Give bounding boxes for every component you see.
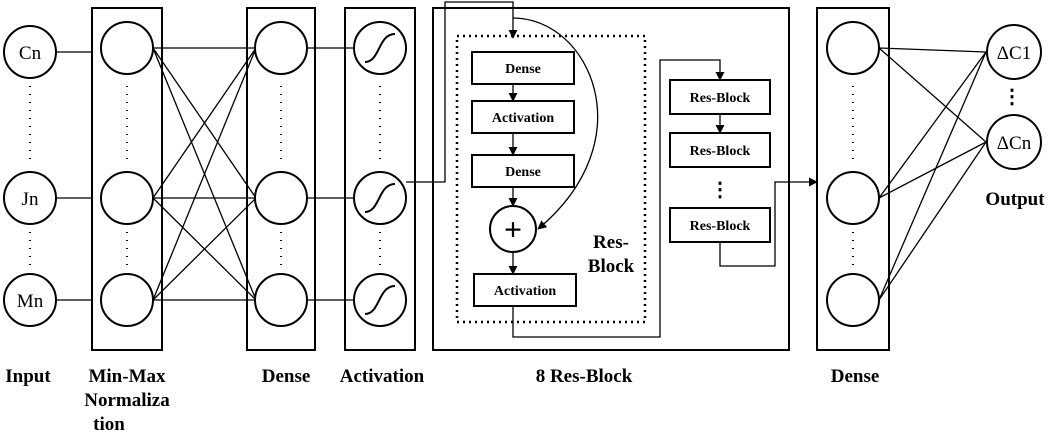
resblocks-frame	[432, 7, 790, 351]
activation-box-label: Activation	[492, 111, 554, 126]
output-node-dcn-label: ΔCn	[997, 133, 1032, 154]
plus-icon: +	[504, 211, 522, 247]
input-node-mn-label: Mn	[17, 291, 44, 312]
minmax-node	[100, 273, 154, 327]
dense-box-label: Dense	[505, 62, 541, 77]
label-dense-1: Dense	[262, 366, 311, 387]
dense-output-connections	[878, 47, 987, 301]
label-input: Input	[5, 366, 51, 387]
res-block-box	[669, 79, 771, 115]
dense1-frame	[246, 7, 316, 351]
flow-arrow-into-chain	[512, 59, 725, 338]
minmax-node	[100, 21, 154, 75]
dense1-node	[254, 171, 308, 225]
label-output: Output	[985, 189, 1045, 210]
dense1-node	[254, 273, 308, 327]
activation-box	[471, 100, 575, 134]
input-node-jn-label: Jn	[22, 189, 39, 210]
chain-ellipsis: ⋮	[710, 179, 730, 201]
label-minmax: Min-Max	[88, 366, 166, 387]
dense-box-label: Dense	[505, 165, 541, 180]
dense-box	[471, 51, 575, 85]
resblock-dotted-frame	[455, 34, 647, 324]
label-8-res-block: 8 Res-Block	[536, 366, 633, 387]
minmax-frame	[91, 7, 163, 351]
res-block-box	[669, 132, 771, 168]
sigmoid-icon	[364, 183, 396, 213]
dense2-frame	[816, 7, 890, 351]
activation-box-label: Activation	[494, 284, 556, 299]
minmax-dense-connections	[152, 47, 257, 301]
output-node-dcn	[986, 114, 1042, 170]
resblocks-section: Dense Activation Dense + Activation Res-…	[432, 7, 818, 351]
input-node-cn-label: Cn	[19, 43, 42, 64]
dense2-node	[826, 273, 880, 327]
flow-arrow-out-of-resblocks	[719, 177, 818, 267]
sigmoid-icon	[364, 285, 396, 315]
dense2-column	[816, 7, 890, 351]
input-column: Cn Jn Mn	[3, 25, 57, 327]
activation-column	[344, 7, 416, 351]
sigmoid-icon	[364, 33, 396, 63]
label-minmax: Normaliza	[84, 390, 170, 411]
dense-box	[471, 154, 575, 188]
dense2-node	[826, 21, 880, 75]
output-node-dc1	[986, 24, 1042, 80]
label-minmax: tion	[93, 414, 125, 435]
activation-box	[473, 273, 577, 307]
minmax-column	[91, 7, 163, 351]
dense1-node	[254, 21, 308, 75]
output-column: ΔC1 ⋮ ΔCn	[986, 24, 1042, 170]
res-block-label: Res-Block	[690, 91, 751, 106]
minmax-node	[100, 171, 154, 225]
activation-frame	[344, 7, 416, 351]
skip-connection-arrow	[512, 17, 599, 230]
resblock-label: Res-	[593, 232, 629, 253]
res-block-label: Res-Block	[690, 144, 751, 159]
resblock-label: Block	[588, 256, 635, 277]
res-block-label: Res-Block	[690, 219, 751, 234]
label-activation: Activation	[340, 366, 425, 387]
label-dense-2: Dense	[831, 366, 880, 387]
output-node-dc1-label: ΔC1	[997, 43, 1031, 64]
output-ellipsis: ⋮	[1002, 86, 1022, 108]
dense2-node	[826, 171, 880, 225]
dense1-column	[246, 7, 316, 351]
